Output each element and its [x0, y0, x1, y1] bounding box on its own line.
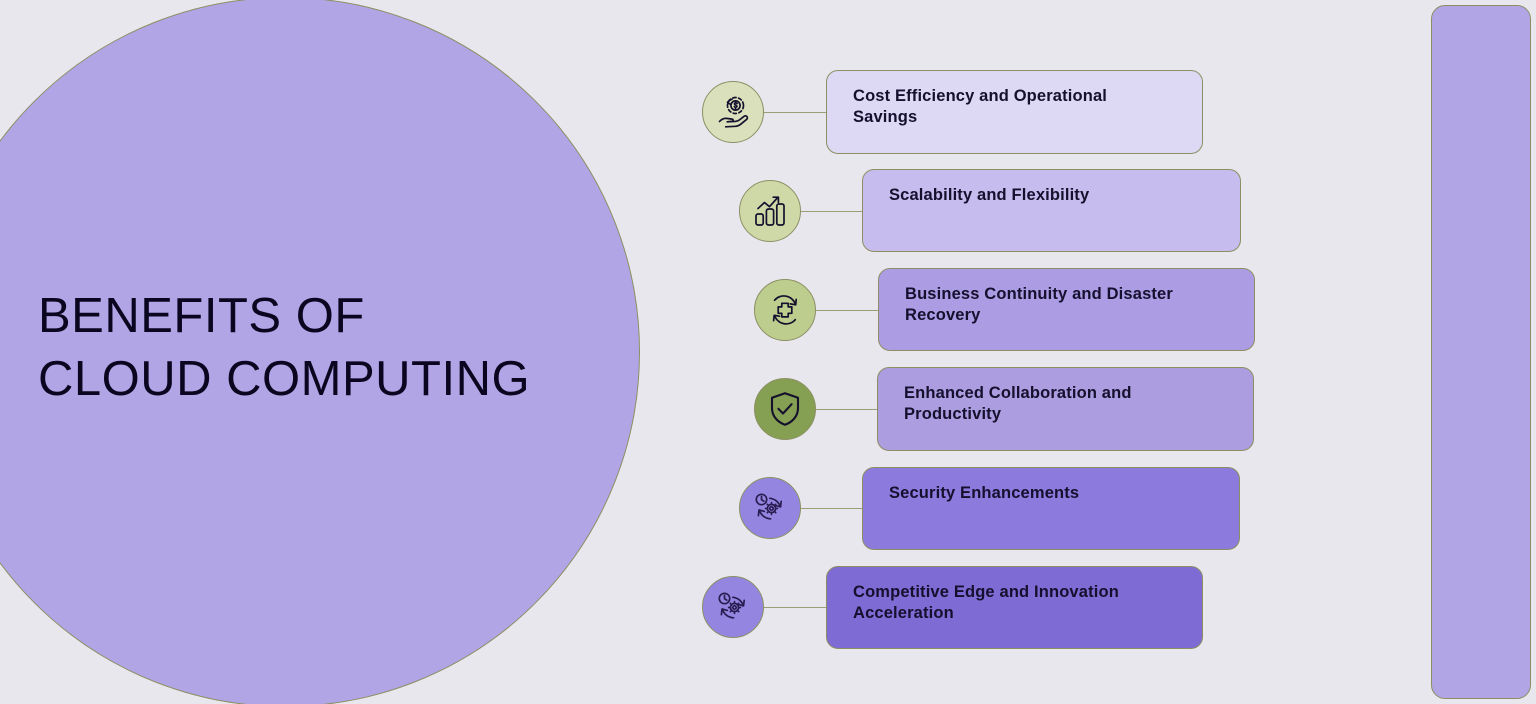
hand-holding-money-icon[interactable]: [702, 81, 764, 143]
benefit-card[interactable]: Competitive Edge and Innovation Accelera…: [826, 566, 1203, 649]
disaster-recovery-icon[interactable]: [754, 279, 816, 341]
benefit-label: Security Enhancements: [889, 484, 1080, 502]
hero-accent-circle: [0, 0, 640, 704]
benefit-card[interactable]: Enhanced Collaboration and Productivity: [877, 367, 1254, 451]
bar-chart-growth-icon[interactable]: [739, 180, 801, 242]
benefit-card[interactable]: Cost Efficiency and Operational Savings: [826, 70, 1203, 154]
benefit-label: Enhanced Collaboration and Productivity: [904, 384, 1132, 424]
connector-line: [764, 112, 826, 114]
benefit-label: Competitive Edge and Innovation Accelera…: [853, 583, 1119, 623]
benefit-label: Scalability and Flexibility: [889, 186, 1090, 204]
connector-line: [801, 211, 862, 213]
right-decorative-bar: [1431, 5, 1531, 699]
connector-line: [816, 409, 877, 411]
benefit-label: Cost Efficiency and Operational Savings: [853, 87, 1108, 127]
shield-check-icon[interactable]: [754, 378, 816, 440]
page-title: BENEFITS OF CLOUD COMPUTING: [38, 289, 531, 406]
benefit-card[interactable]: Scalability and Flexibility: [862, 169, 1241, 252]
connector-line: [801, 508, 862, 510]
gear-clock-refresh-icon[interactable]: [739, 477, 801, 539]
benefit-label: Business Continuity and Disaster Recover…: [905, 285, 1173, 325]
connector-line: [816, 310, 878, 312]
gear-clock-refresh-icon[interactable]: [702, 576, 764, 638]
connector-line: [764, 607, 826, 609]
benefit-card[interactable]: Business Continuity and Disaster Recover…: [878, 268, 1255, 351]
benefit-card[interactable]: Security Enhancements: [862, 467, 1240, 550]
